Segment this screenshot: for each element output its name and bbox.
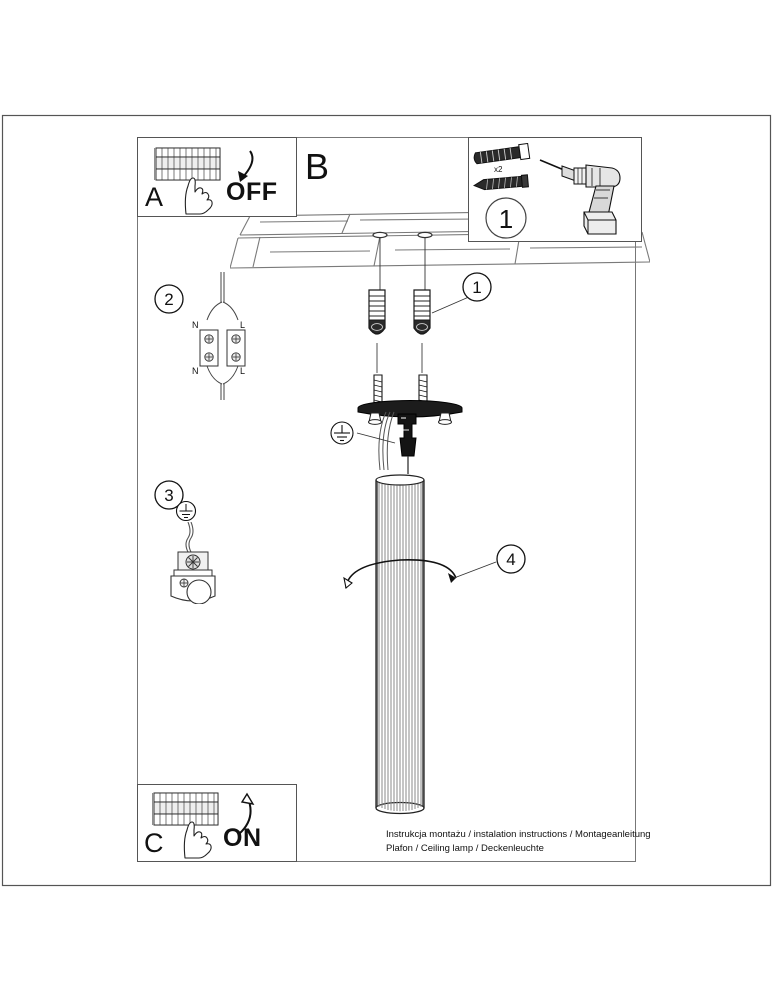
- power-drill-icon: [539, 159, 621, 235]
- parts-quantity-label: x2: [494, 165, 503, 174]
- plug-screw-alignment: [376, 343, 423, 373]
- curved-arrow-up-icon: [238, 792, 255, 835]
- step-marker-1: [462, 272, 492, 302]
- circuit-breaker-panel-icon: [154, 147, 221, 181]
- circuit-breaker-panel-icon: [152, 792, 219, 826]
- step-marker-2-label: 2: [164, 290, 174, 309]
- terminal-label-l-bottom: L: [240, 366, 246, 376]
- earth-leader-line: [356, 432, 396, 444]
- parts-step-marker-1: [485, 197, 527, 239]
- wall-plug-icon: [473, 143, 531, 165]
- mounting-plate-icon: [357, 400, 463, 425]
- panel-c-letter: C: [144, 828, 164, 858]
- earth-ground-icon: [330, 421, 354, 445]
- terminal-label-l-top: L: [240, 320, 246, 330]
- step-marker-3-label: 3: [164, 486, 174, 505]
- earth-ground-icon: [175, 500, 197, 522]
- rotate-arrow-icon: [343, 559, 457, 590]
- terminal-label-n-bottom: N: [192, 366, 199, 376]
- step-four-leader: [453, 561, 497, 579]
- wall-plug-icon: [368, 289, 386, 335]
- step-marker-4: [496, 544, 526, 574]
- panel-a-letter: A: [145, 182, 164, 212]
- panel-c-action-label: ON: [223, 824, 262, 852]
- wall-plug-icon: [413, 289, 431, 335]
- panel-b-letter: B: [305, 146, 330, 187]
- caption-line-1: Instrukcja montażu / instalation instruc…: [386, 829, 651, 840]
- fluted-cylinder-lamp-icon: [375, 474, 425, 815]
- parts-step-marker-1-label: 1: [498, 204, 514, 234]
- terminal-label-n-top: N: [192, 320, 199, 330]
- caption-line-2: Plafon / Ceiling lamp / Deckenleuchte: [386, 843, 544, 854]
- terminal-block-icon: [199, 272, 246, 400]
- step-marker-1-label: 1: [472, 278, 482, 297]
- hand-pointing-icon: [184, 177, 213, 215]
- panel-a-action-label: OFF: [226, 178, 278, 206]
- screw-icon: [472, 174, 529, 191]
- hand-pointing-icon: [183, 821, 212, 859]
- step-marker-3: [154, 480, 184, 510]
- curved-arrow-down-icon: [238, 150, 254, 182]
- step-marker-4-label: 4: [506, 550, 516, 569]
- drill-hole-icon: [372, 231, 433, 239]
- lamp-wiring-assembly: [378, 411, 417, 474]
- lamp-socket-icon: [170, 522, 216, 604]
- step-marker-2: [154, 284, 184, 314]
